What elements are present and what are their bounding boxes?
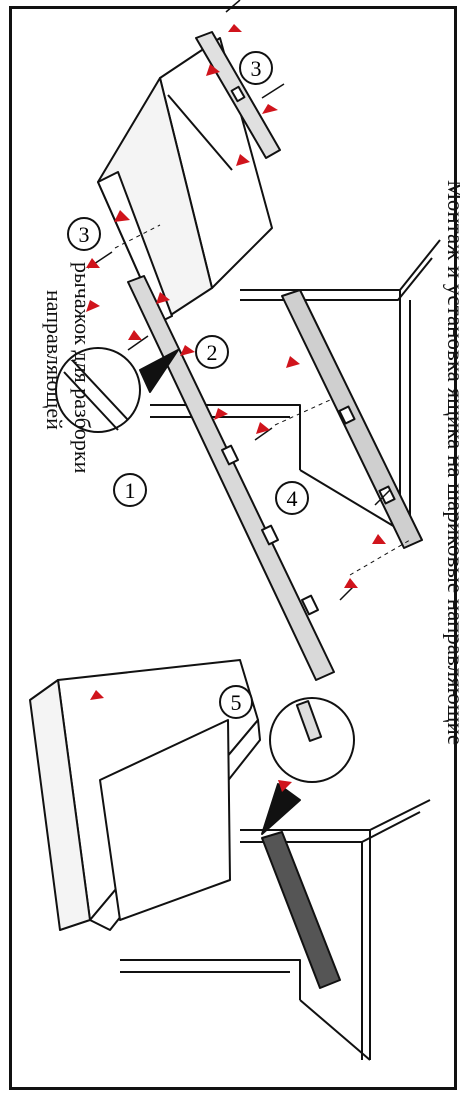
step-number-4: 4	[287, 486, 298, 511]
step-marker-4: 4	[275, 481, 309, 515]
lever-label-line1: рычажок для разборки	[70, 262, 95, 474]
step-marker-1: 1	[113, 473, 147, 507]
step-number-2: 2	[207, 340, 218, 365]
direction-arrows	[86, 24, 386, 792]
step-number-3a: 3	[251, 56, 262, 81]
step-number-5: 5	[231, 690, 242, 715]
drawer-box-bottom	[29, 659, 261, 931]
diagram-frame	[9, 6, 457, 1090]
step-marker-3b: 3	[67, 217, 101, 251]
step-number-1: 1	[125, 478, 136, 503]
step-number-3b: 3	[79, 222, 90, 247]
cabinet-frame-bottom	[120, 799, 431, 1061]
insert-detail-magnifier	[261, 697, 355, 835]
step-marker-5: 5	[219, 685, 253, 719]
step-marker-3a: 3	[239, 51, 273, 85]
drawer-box-top	[97, 37, 273, 323]
drawer-side-rail	[195, 31, 281, 159]
step-markers: 1 2 3 3 4 5	[67, 51, 309, 719]
cabinet-rail-bottom	[261, 831, 341, 989]
diagram-title: Монтаж и установка ящика на шариковые на…	[443, 180, 460, 746]
lever-label-line2: направляющей	[42, 290, 67, 430]
step-marker-2: 2	[195, 335, 229, 369]
screw-paths	[114, 224, 411, 576]
drawer-rail-member	[127, 275, 335, 681]
lever-detail-magnifier	[55, 347, 179, 433]
